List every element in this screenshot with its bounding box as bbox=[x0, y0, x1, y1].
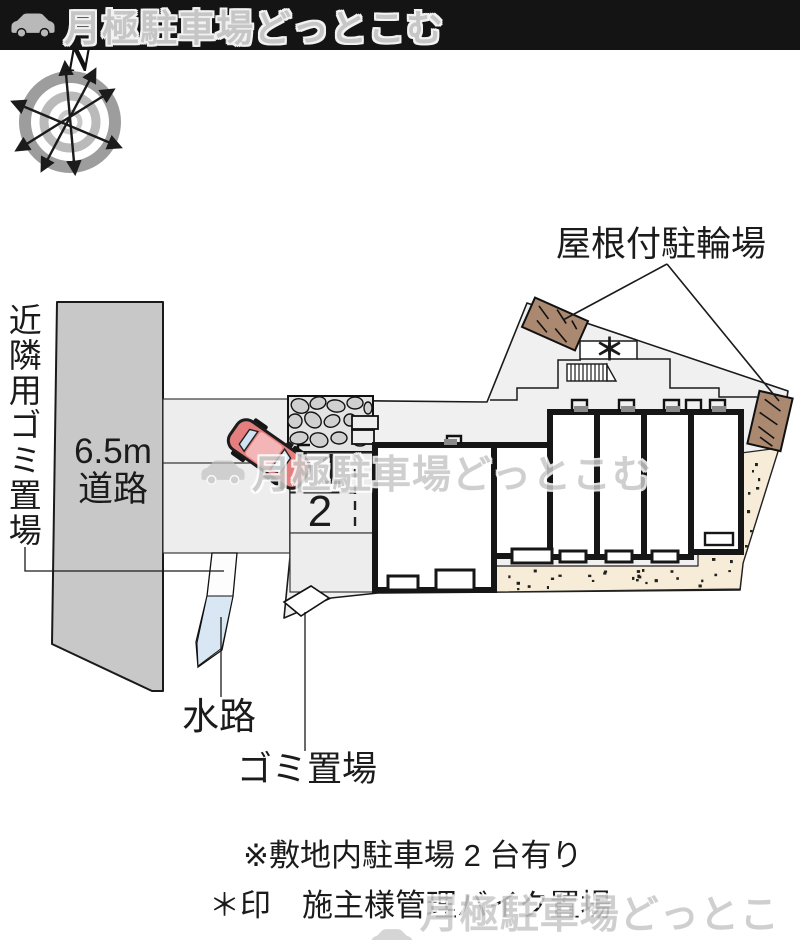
waterway-channel bbox=[195, 552, 238, 669]
building-rooms bbox=[372, 409, 744, 593]
north-label: N bbox=[66, 39, 92, 79]
watermark-middle: 月極駐車場どっとこむ bbox=[200, 444, 652, 500]
parking-space-1-number: 1 bbox=[318, 445, 344, 494]
bike-shed-1 bbox=[520, 296, 590, 352]
road-width-label: 6.5m bbox=[74, 432, 152, 471]
garbage-area-label: ゴミ置場 bbox=[237, 750, 378, 789]
header-banner: 月極駐車場どっとこむ bbox=[0, 0, 800, 50]
bike-shed-2 bbox=[746, 389, 794, 453]
note-parking-count: ※敷地内駐車場 2 台有り bbox=[243, 838, 583, 873]
watermark-text: 月極駐車場どっとこむ bbox=[252, 454, 653, 497]
watermark-text: 月極駐車場どっとこむ bbox=[419, 894, 780, 937]
entrance-marks bbox=[296, 398, 727, 452]
car-icon bbox=[11, 13, 55, 38]
compass-rose-icon bbox=[10, 59, 123, 177]
site-logo-title: 月極駐車場どっとこむ bbox=[64, 8, 444, 49]
leader-lines bbox=[24, 263, 780, 751]
watermark-bottom: 月極駐車場どっとこむ bbox=[370, 884, 800, 940]
note-owner-bike: ＊印 施主様管理バイク置場 bbox=[209, 888, 612, 923]
watermark-car-icon bbox=[201, 460, 245, 485]
garbage-spot-marker bbox=[282, 585, 331, 617]
upper-structure bbox=[490, 340, 757, 401]
owner-bike-area-mark: ＊ bbox=[594, 334, 625, 367]
road-label: 道路 bbox=[77, 470, 148, 509]
cobblestone-area bbox=[287, 395, 379, 453]
car-illustration bbox=[226, 418, 312, 490]
watermark-car-icon bbox=[371, 929, 413, 940]
parking-space-2-number: 2 bbox=[307, 487, 333, 536]
covered-bicycle-parking-label: 屋根付駐輪場 bbox=[556, 225, 767, 264]
waterway-label: 水路 bbox=[182, 696, 256, 737]
road-area bbox=[51, 301, 164, 692]
stairs-icon bbox=[566, 362, 618, 382]
neighbor-garbage-label: 近隣用ゴミ置場 bbox=[4, 303, 42, 548]
